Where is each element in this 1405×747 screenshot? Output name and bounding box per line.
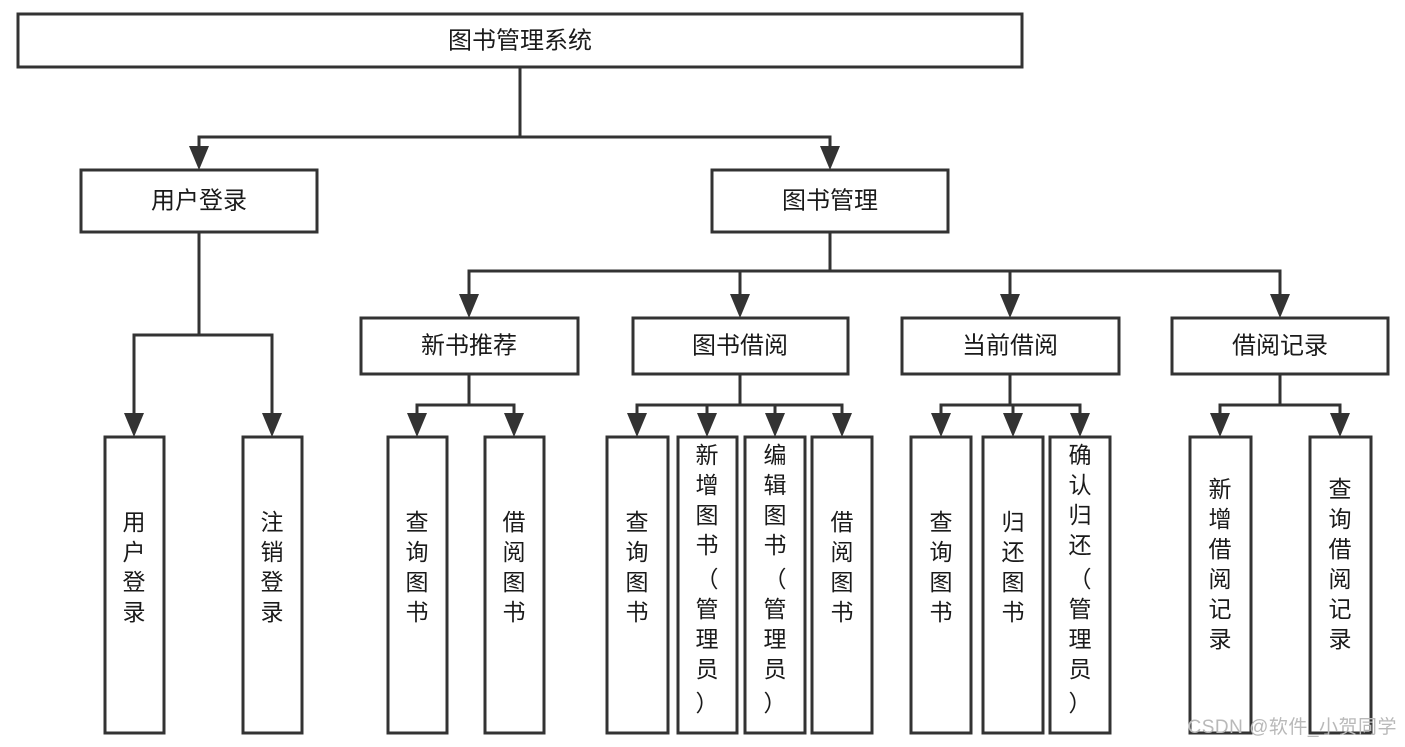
node-leaf-logout-login-box bbox=[241, 435, 304, 735]
node-leaf-query-book-1[interactable]: 查询图书 bbox=[386, 435, 449, 735]
arrow-head-user-login bbox=[189, 146, 209, 170]
connector-group-book-borrow bbox=[627, 372, 852, 437]
arrow-head-leaf-return-book bbox=[1003, 413, 1023, 437]
node-leaf-edit-book-admin[interactable]: 编辑图书（管理员） bbox=[743, 435, 807, 735]
node-leaf-query-borrow-record-box bbox=[1308, 435, 1373, 735]
node-borrow-record-box bbox=[1170, 316, 1390, 376]
node-user-login-label: 用户登录 bbox=[151, 187, 247, 214]
node-leaf-confirm-return-admin-box bbox=[1048, 435, 1112, 735]
node-borrow-record-label: 借阅记录 bbox=[1232, 332, 1328, 359]
node-leaf-add-book-admin-box bbox=[676, 435, 739, 735]
arrow-head-leaf-add-book-admin bbox=[697, 413, 717, 437]
node-leaf-borrow-book-1[interactable]: 借阅图书 bbox=[483, 435, 546, 735]
node-leaf-add-borrow-record[interactable]: 新增借阅记录 bbox=[1188, 435, 1253, 735]
arrow-head-leaf-confirm-return-admin bbox=[1070, 413, 1090, 437]
node-borrow-record[interactable]: 借阅记录 bbox=[1170, 316, 1390, 376]
arrow-head-current-borrow bbox=[1000, 294, 1020, 318]
node-leaf-query-book-2-box bbox=[605, 435, 670, 735]
arrow-head-leaf-query-book-3 bbox=[931, 413, 951, 437]
arrow-head-leaf-borrow-book-2 bbox=[832, 413, 852, 437]
node-new-book-recommend[interactable]: 新书推荐 bbox=[359, 316, 580, 376]
connector-group-user-login bbox=[124, 230, 282, 437]
connector-group-new-book-recommend bbox=[407, 372, 524, 437]
node-leaf-query-borrow-record[interactable]: 查询借阅记录 bbox=[1308, 435, 1373, 735]
node-book-management[interactable]: 图书管理 bbox=[710, 168, 950, 234]
arrow-head-book-management bbox=[820, 146, 840, 170]
arrow-head-leaf-user-login bbox=[124, 413, 144, 437]
node-leaf-edit-book-admin-box bbox=[743, 435, 807, 735]
node-leaf-borrow-book-1-label: 借阅图书 bbox=[503, 509, 526, 625]
node-leaf-logout-login-label: 注销登录 bbox=[261, 509, 284, 625]
node-leaf-query-book-3[interactable]: 查询图书 bbox=[909, 435, 973, 735]
node-book-management-label: 图书管理 bbox=[782, 187, 878, 214]
connector-group-book-management bbox=[459, 230, 1290, 318]
arrow-head-leaf-query-borrow-record bbox=[1330, 413, 1350, 437]
node-leaf-borrow-book-1-box bbox=[483, 435, 546, 735]
node-current-borrow-label: 当前借阅 bbox=[962, 332, 1058, 359]
arrow-head-leaf-borrow-book-1 bbox=[504, 413, 524, 437]
node-book-borrow[interactable]: 图书借阅 bbox=[631, 316, 850, 376]
connector-group-borrow-record bbox=[1210, 372, 1350, 437]
node-leaf-return-book-label: 归还图书 bbox=[1002, 509, 1025, 625]
node-leaf-query-book-1-label: 查询图书 bbox=[406, 509, 429, 625]
connector-group-root bbox=[189, 65, 840, 170]
arrow-head-leaf-add-borrow-record bbox=[1210, 413, 1230, 437]
node-leaf-add-book-admin[interactable]: 新增图书（管理员） bbox=[676, 435, 739, 735]
connector-group-current-borrow bbox=[931, 372, 1090, 437]
csdn-watermark: CSDN @软件_小贺同学 bbox=[1187, 717, 1397, 738]
node-leaf-confirm-return-admin-label: 确认归还（管理员） bbox=[1069, 442, 1092, 716]
node-user-login[interactable]: 用户登录 bbox=[79, 168, 319, 234]
node-current-borrow-box bbox=[900, 316, 1121, 376]
node-leaf-return-book[interactable]: 归还图书 bbox=[981, 435, 1045, 735]
arrow-head-leaf-query-book-2 bbox=[627, 413, 647, 437]
node-leaf-return-book-box bbox=[981, 435, 1045, 735]
node-leaf-query-book-2[interactable]: 查询图书 bbox=[605, 435, 670, 735]
node-leaf-add-book-admin-label: 新增图书（管理员） bbox=[696, 442, 719, 716]
node-book-borrow-label: 图书借阅 bbox=[692, 332, 788, 359]
node-book-borrow-box bbox=[631, 316, 850, 376]
node-leaf-user-login-label: 用户登录 bbox=[123, 509, 146, 625]
arrow-head-leaf-edit-book-admin bbox=[765, 413, 785, 437]
node-leaf-add-borrow-record-box bbox=[1188, 435, 1253, 735]
node-root-box bbox=[16, 12, 1024, 69]
node-leaf-logout-login[interactable]: 注销登录 bbox=[241, 435, 304, 735]
arrow-head-book-borrow bbox=[730, 294, 750, 318]
node-root-label: 图书管理系统 bbox=[448, 27, 592, 54]
node-leaf-query-book-2-label: 查询图书 bbox=[626, 509, 649, 625]
node-leaf-query-borrow-record-label: 查询借阅记录 bbox=[1329, 476, 1352, 652]
node-new-book-recommend-box bbox=[359, 316, 580, 376]
node-leaf-user-login-box bbox=[103, 435, 166, 735]
arrow-head-new-book-recommend bbox=[459, 294, 479, 318]
node-root-system[interactable]: 图书管理系统 bbox=[16, 12, 1024, 69]
node-leaf-add-borrow-record-label: 新增借阅记录 bbox=[1209, 476, 1232, 652]
node-leaf-query-book-3-box bbox=[909, 435, 973, 735]
node-current-borrow[interactable]: 当前借阅 bbox=[900, 316, 1121, 376]
node-leaf-confirm-return-admin[interactable]: 确认归还（管理员） bbox=[1048, 435, 1112, 735]
arrow-head-leaf-query-book-1 bbox=[407, 413, 427, 437]
node-leaf-user-login[interactable]: 用户登录 bbox=[103, 435, 166, 735]
node-leaf-edit-book-admin-label: 编辑图书（管理员） bbox=[764, 442, 787, 716]
node-leaf-query-book-3-label: 查询图书 bbox=[930, 509, 953, 625]
node-leaf-borrow-book-2[interactable]: 借阅图书 bbox=[810, 435, 874, 735]
node-book-management-box bbox=[710, 168, 950, 234]
arrow-head-leaf-logout-login bbox=[262, 413, 282, 437]
node-new-book-recommend-label: 新书推荐 bbox=[421, 332, 517, 359]
node-leaf-query-book-1-box bbox=[386, 435, 449, 735]
node-leaf-borrow-book-2-label: 借阅图书 bbox=[831, 509, 854, 625]
arrow-head-borrow-record bbox=[1270, 294, 1290, 318]
node-user-login-box bbox=[79, 168, 319, 234]
node-leaf-borrow-book-2-box bbox=[810, 435, 874, 735]
